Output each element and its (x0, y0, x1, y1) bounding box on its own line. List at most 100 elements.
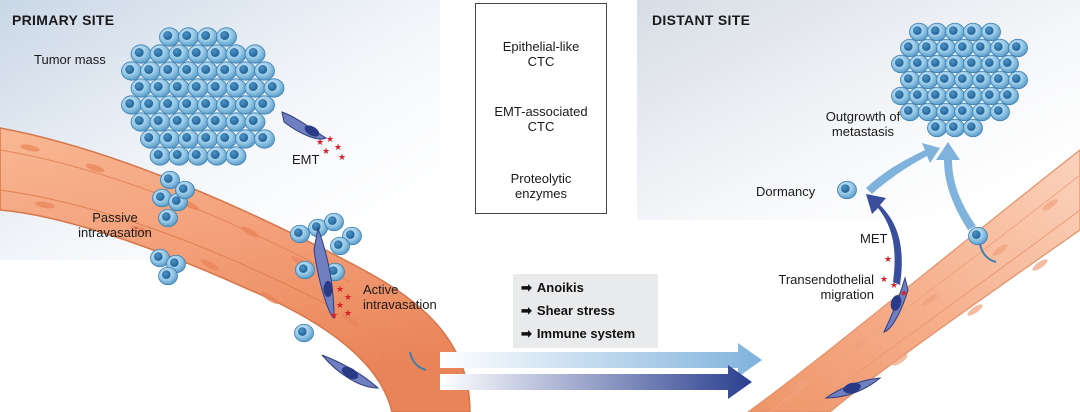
epithelial-cell (178, 95, 199, 115)
epithelial-cell (140, 61, 161, 81)
epithelial-cell (927, 54, 947, 74)
epithelial-cell (197, 95, 218, 115)
epithelial-cell (140, 129, 161, 149)
epithelial-cell (197, 61, 218, 81)
epithelial-cell (263, 78, 285, 98)
epithelial-cell (206, 78, 228, 98)
epithelial-cell (168, 44, 190, 64)
tumor-mass-label: Tumor mass (34, 52, 106, 67)
epithelial-cell (178, 27, 199, 47)
epithelial-cell (963, 22, 983, 42)
enzyme-star-icon: ★ (880, 275, 888, 285)
epithelial-cell (294, 323, 314, 343)
enzyme-star-icon: ★ (900, 289, 908, 299)
legend-epithelial-label: Epithelial-like CTC (502, 39, 580, 69)
epithelial-cell (295, 260, 315, 280)
epithelial-cell (216, 27, 237, 47)
epithelial-cell (149, 44, 171, 64)
epithelial-cell (168, 112, 190, 132)
epithelial-cell (121, 61, 142, 81)
enzyme-star-icon: ★ (336, 301, 344, 311)
epithelial-cell (168, 78, 190, 98)
epithelial-cell (206, 112, 228, 132)
cell-tail (979, 243, 997, 263)
epithelial-cell (225, 44, 247, 64)
epithelial-cell (945, 86, 965, 106)
arrow-right-icon: ➡ (521, 303, 532, 318)
epithelial-cell (290, 224, 310, 244)
epithelial-cell (963, 86, 983, 106)
epithelial-cell (149, 146, 171, 166)
epithelial-cell (159, 95, 180, 115)
epithelial-cell (235, 95, 256, 115)
epithelial-cell (149, 78, 171, 98)
epithelial-cell (945, 118, 965, 138)
epithelial-cell (254, 61, 275, 81)
emt-label: EMT (292, 152, 320, 167)
epithelial-cell (990, 70, 1010, 90)
epithelial-cell (178, 129, 199, 149)
epithelial-cell (900, 38, 920, 58)
arrow-right-icon: ➡ (521, 326, 532, 341)
epithelial-cell (900, 70, 920, 90)
epithelial-cell (254, 95, 275, 115)
epithelial-cell (175, 180, 195, 200)
epithelial-cell (158, 208, 178, 228)
barrier-item: ➡Shear stress (521, 303, 615, 318)
cell-tail (409, 351, 427, 371)
epithelial-cell (159, 27, 180, 47)
epithelial-cell (216, 61, 237, 81)
epithelial-cell (981, 22, 1001, 42)
primary-site-title: PRIMARY SITE (12, 12, 115, 28)
epithelial-cell (990, 38, 1010, 58)
epithelial-cell (972, 102, 992, 122)
epithelial-cell (963, 54, 983, 74)
barrier-item: ➡Anoikis (521, 280, 584, 295)
epithelial-cell (168, 146, 190, 166)
epithelial-cell (187, 78, 209, 98)
distant-blood-vessel (746, 149, 1080, 412)
epithelial-cell (244, 112, 266, 132)
metastasis-cells (891, 22, 1028, 138)
enzyme-star-icon: ★ (890, 281, 898, 291)
transendothelial-label: Transendothelial migration (778, 272, 874, 302)
epithelial-cell (990, 102, 1010, 122)
epithelial-cell (954, 102, 974, 122)
epithelial-cell (954, 70, 974, 90)
epithelial-cell (187, 112, 209, 132)
distant-site-title: DISTANT SITE (652, 12, 751, 28)
epithelial-cell (152, 188, 172, 208)
epithelial-cell (206, 146, 228, 166)
epithelial-cell (927, 22, 947, 42)
epithelial-cell (324, 212, 344, 232)
emt-cell-extravasating (883, 276, 909, 333)
epithelial-cell (999, 86, 1019, 106)
barrier-item: ➡Immune system (521, 326, 636, 341)
enzyme-star-icon: ★ (336, 285, 344, 295)
epithelial-cell (187, 146, 209, 166)
epithelial-cell (330, 236, 350, 256)
enzyme-star-icon: ★ (338, 153, 346, 163)
epithelial-cell (178, 61, 199, 81)
emt-cell-distant-vessel (824, 377, 882, 399)
epithelial-cell (140, 95, 161, 115)
legend-emt-label: EMT-associated CTC (494, 104, 588, 134)
epithelial-cell (968, 226, 988, 246)
met-arrow (866, 194, 902, 285)
epithelial-cell (972, 38, 992, 58)
epithelial-cell (254, 129, 275, 149)
epithelial-cell (158, 266, 178, 286)
epithelial-cell (159, 61, 180, 81)
enzyme-star-icon: ★ (344, 309, 352, 319)
legend-enzyme-label: Proteolytic enzymes (510, 171, 572, 201)
epithelial-cell (121, 95, 142, 115)
epithelial-cell (225, 78, 247, 98)
epithelial-cell (936, 38, 956, 58)
epithelial-cell (927, 118, 947, 138)
epithelial-cell (235, 61, 256, 81)
epithelial-cell (837, 180, 857, 200)
epithelial-cell (900, 102, 920, 122)
epithelial-cell (936, 70, 956, 90)
tumor-mass-cells (121, 27, 285, 228)
epithelial-cell (927, 86, 947, 106)
